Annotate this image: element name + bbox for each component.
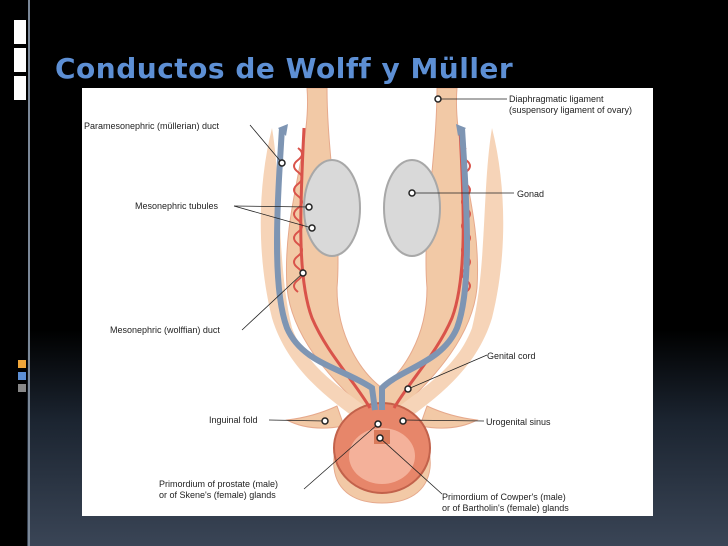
label-prostate-line1: Primordium of prostate (male) [159, 479, 278, 489]
right-gonad [384, 160, 440, 256]
label-prostate-line2: or of Skene's (female) glands [159, 490, 276, 500]
label-cowper-line2: or of Bartholin's (female) glands [442, 503, 569, 513]
label-inguinal-fold: Inguinal fold [209, 415, 258, 425]
label-urogenital-sinus: Urogenital sinus [486, 417, 551, 427]
label-genital-cord: Genital cord [487, 351, 536, 361]
marker-tubules-1 [306, 204, 312, 210]
marker-genital-cord [405, 386, 411, 392]
marker-inguinal [322, 418, 328, 424]
label-mesonephric-duct: Mesonephric (wolffian) duct [110, 325, 220, 335]
label-paramesonephric-duct: Paramesonephric (müllerian) duct [84, 121, 219, 131]
label-cowper-line1: Primordium of Cowper's (male) [442, 492, 566, 502]
marker-gonad [409, 190, 415, 196]
marker-prostate [375, 421, 381, 427]
marker-diaphragmatic [435, 96, 441, 102]
marker-tubules-2 [309, 225, 315, 231]
label-diaphragmatic-line2: (suspensory ligament of ovary) [509, 105, 632, 115]
duct-diagram [82, 88, 653, 516]
marker-paramesonephric [279, 160, 285, 166]
marker-urogenital [400, 418, 406, 424]
label-diaphragmatic-line1: Diaphragmatic ligament [509, 94, 604, 104]
left-accent-line [28, 0, 30, 546]
left-inguinal-fold [287, 406, 344, 428]
slide-title: Conductos de Wolff y Müller [55, 52, 513, 85]
right-inguinal-fold [420, 406, 477, 428]
label-mesonephric-tubules: Mesonephric tubules [135, 201, 218, 211]
decorative-squares-bottom [18, 360, 26, 400]
marker-prostate-2 [377, 435, 383, 441]
anatomy-figure: Paramesonephric (müllerian) duct Mesonep… [82, 88, 653, 516]
decorative-squares-top [14, 20, 26, 100]
label-gonad: Gonad [517, 189, 544, 199]
marker-mesonephric-duct [300, 270, 306, 276]
